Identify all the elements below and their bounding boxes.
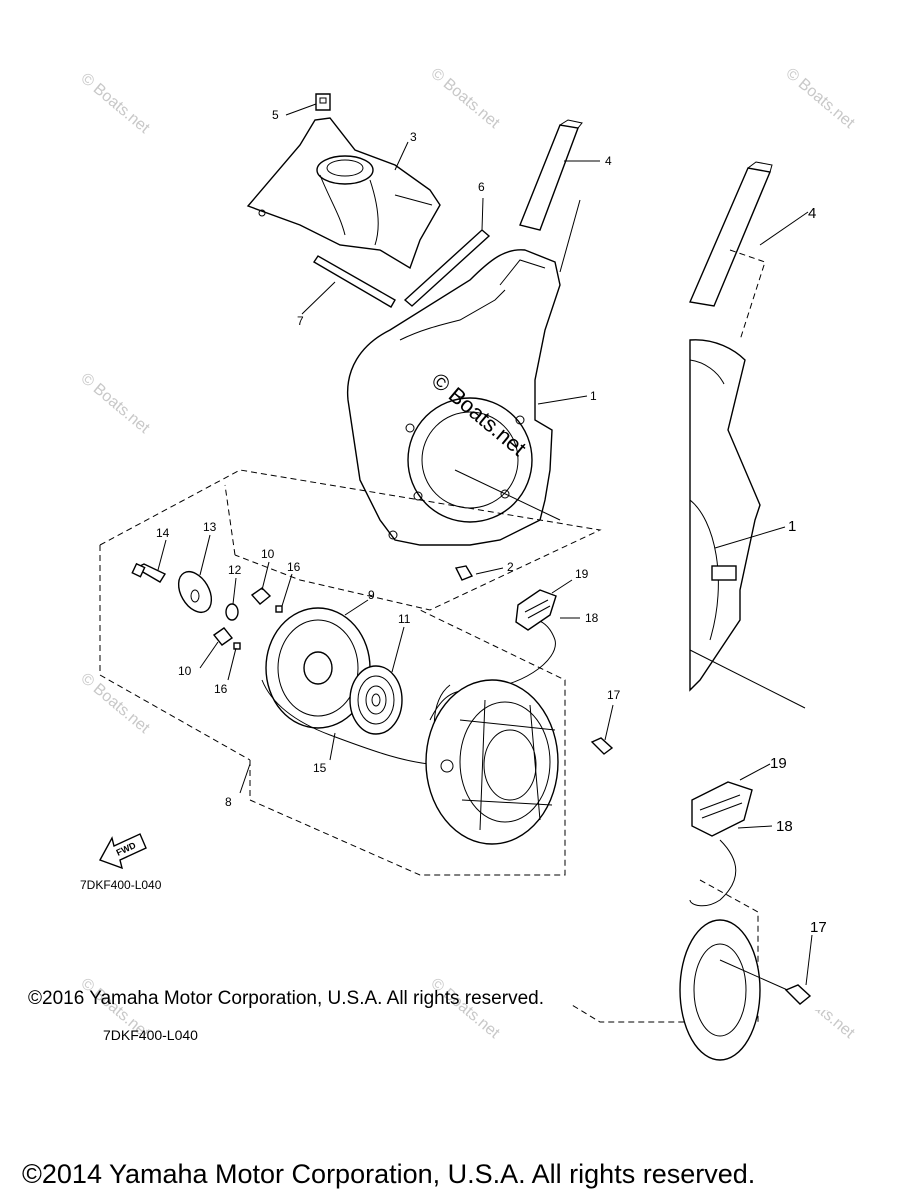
fwd-arrow: FWD bbox=[98, 833, 147, 870]
copyright-2016: ©2016 Yamaha Motor Corporation, U.S.A. A… bbox=[28, 988, 544, 1009]
zoom-callout-18: 18 bbox=[776, 818, 793, 835]
callout-4: 4 bbox=[605, 154, 612, 168]
diagram-ref-2: 7DKF400-L040 bbox=[103, 1027, 198, 1043]
leader-lines bbox=[157, 103, 614, 794]
callout-16b: 16 bbox=[214, 682, 228, 696]
callout-13: 13 bbox=[203, 520, 217, 534]
zoom-panel: 4 1 19 18 17 bbox=[571, 150, 922, 1061]
callout-5: 5 bbox=[272, 108, 279, 122]
zoom-callout-4: 4 bbox=[808, 205, 816, 222]
callouts: 5 3 4 6 7 1 2 14 13 12 10 16 9 11 10 16 … bbox=[156, 108, 621, 809]
callout-17: 17 bbox=[607, 688, 621, 702]
callout-10: 10 bbox=[261, 547, 275, 561]
part-ratchet-lower bbox=[212, 627, 234, 646]
callout-12: 12 bbox=[228, 563, 242, 577]
part-bolt-14 bbox=[131, 562, 167, 583]
part-bolt-17 bbox=[590, 737, 614, 755]
diagram-ref: 7DKF400-L040 bbox=[80, 878, 162, 892]
part-clip bbox=[315, 93, 331, 111]
zoom-callout-17: 17 bbox=[810, 919, 827, 936]
callout-10b: 10 bbox=[178, 664, 192, 678]
part-ratchet-upper bbox=[250, 587, 272, 605]
callout-15: 15 bbox=[313, 761, 327, 775]
part-starter-case bbox=[425, 679, 559, 845]
callout-8: 8 bbox=[225, 795, 232, 809]
callout-16: 16 bbox=[287, 560, 301, 574]
part-circlip bbox=[225, 603, 239, 621]
watermark: © Boats.net bbox=[782, 65, 858, 132]
callout-18: 18 bbox=[585, 611, 599, 625]
callout-14: 14 bbox=[156, 526, 170, 540]
callout-1: 1 bbox=[590, 389, 597, 403]
part-recoil-spring bbox=[349, 665, 403, 735]
part-fan-housing bbox=[346, 249, 561, 546]
part-foam-strip-7 bbox=[313, 255, 396, 308]
part-pulley bbox=[265, 607, 371, 729]
copyright-2014: ©2014 Yamaha Motor Corporation, U.S.A. A… bbox=[22, 1159, 755, 1189]
watermark: © Boats.net bbox=[77, 70, 153, 137]
part-rubber-strip-6 bbox=[403, 229, 491, 307]
watermark: © Boats.net bbox=[427, 65, 503, 132]
part-friction-plate bbox=[177, 571, 213, 613]
part-air-shroud bbox=[246, 117, 441, 270]
callout-9: 9 bbox=[368, 588, 375, 602]
recoil-starter-assembly-outline bbox=[99, 469, 602, 876]
zoom-callout-19: 19 bbox=[770, 755, 787, 772]
watermark: © Boats.net bbox=[77, 370, 153, 437]
watermark: © Boats.net bbox=[77, 670, 153, 737]
part-spring-lower bbox=[233, 642, 241, 650]
callout-6: 6 bbox=[478, 180, 485, 194]
part-bolt-2 bbox=[454, 565, 474, 581]
callout-7: 7 bbox=[297, 314, 304, 328]
part-foam-block-4 bbox=[519, 119, 583, 231]
callout-11: 11 bbox=[398, 612, 411, 626]
part-spring-upper bbox=[275, 605, 283, 613]
zoom-callout-1: 1 bbox=[788, 518, 796, 535]
callout-3: 3 bbox=[410, 130, 417, 144]
callout-19: 19 bbox=[575, 567, 589, 581]
part-starter-handle bbox=[515, 589, 557, 631]
callout-2: 2 bbox=[507, 560, 514, 574]
